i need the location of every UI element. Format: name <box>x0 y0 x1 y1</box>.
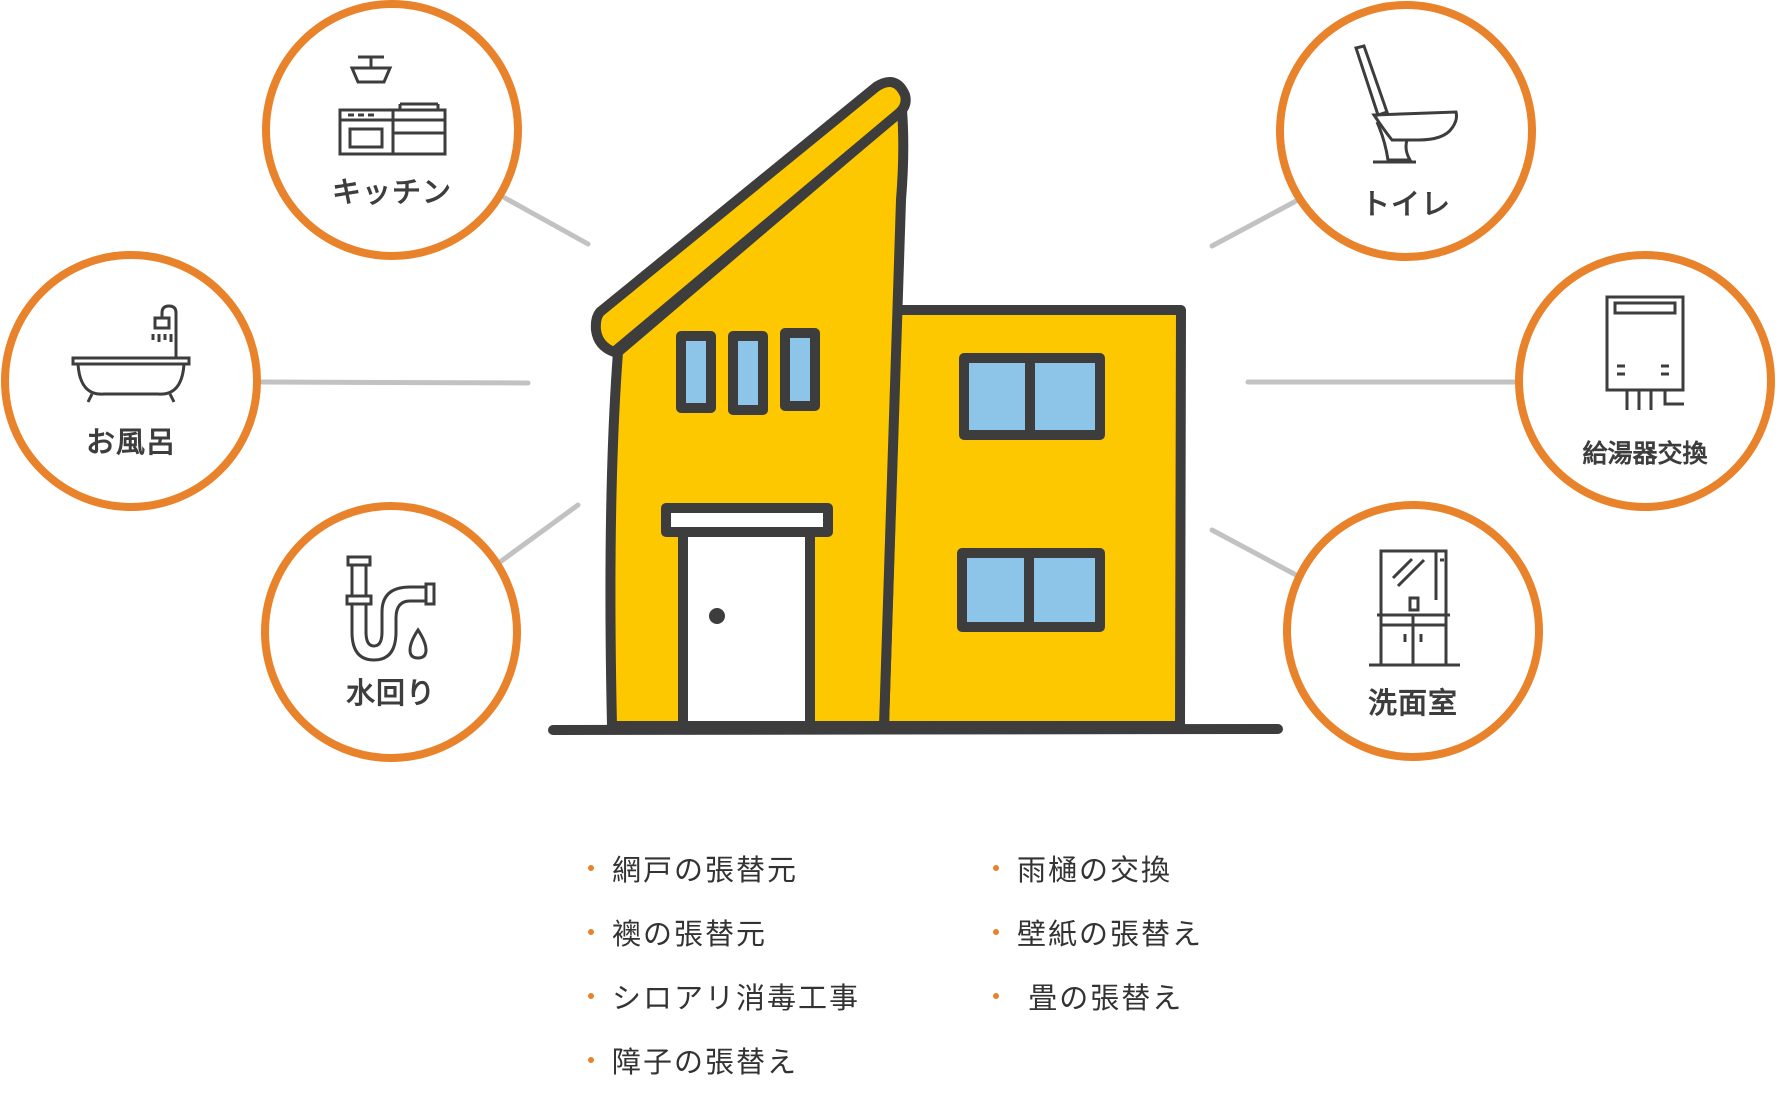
list-item: 壁紙の張替え <box>993 902 1203 966</box>
window-upper-1 <box>676 331 716 413</box>
list-item: 障子の張替え <box>588 1030 860 1094</box>
window-upper-3 <box>780 328 820 411</box>
bullet-dot <box>588 929 594 935</box>
water-heater-icon <box>1605 295 1685 410</box>
bullet-dot <box>588 1057 594 1063</box>
service-washroom[interactable]: 洗面室 <box>1283 501 1543 761</box>
list-item-label: シロアリ消毒工事 <box>612 981 861 1015</box>
other-services-list-right: 雨樋の交換 壁紙の張替え 畳の張替え <box>993 838 1203 1030</box>
service-label: キッチン <box>332 175 452 209</box>
list-item: 襖の張替元 <box>588 902 860 966</box>
list-item: 畳の張替え <box>993 966 1203 1030</box>
service-circle <box>1515 251 1775 511</box>
bullet-dot <box>993 865 999 871</box>
connector-washroom <box>1209 527 1301 579</box>
service-kitchen[interactable]: キッチン <box>262 0 522 260</box>
connector-kitchen <box>502 195 591 247</box>
connector-lines <box>259 195 1518 579</box>
window-upper-2 <box>728 331 768 415</box>
house-roof <box>590 77 911 357</box>
bullet-dot <box>588 993 594 999</box>
pipe-faucet-icon <box>345 555 436 662</box>
front-door <box>678 527 815 731</box>
ground-line <box>548 724 1283 735</box>
door-knob <box>709 608 725 624</box>
other-services-list-left: 網戸の張替元 襖の張替元 シロアリ消毒工事 障子の張替え <box>588 838 860 1094</box>
list-item-label: 障子の張替え <box>612 1045 799 1079</box>
connector-bath <box>259 379 531 386</box>
service-label: お風呂 <box>86 425 176 459</box>
connector-plumbing <box>497 502 581 565</box>
vanity-icon <box>1369 549 1460 667</box>
list-item: 網戸の張替元 <box>588 838 860 902</box>
connector-toilet <box>1209 197 1301 249</box>
service-toilet[interactable]: トイレ <box>1276 1 1536 261</box>
list-item-label: 畳の張替え <box>1017 981 1184 1015</box>
service-label: 洗面室 <box>1368 686 1458 720</box>
service-label: トイレ <box>1361 187 1451 221</box>
service-plumbing[interactable]: 水回り <box>261 502 521 762</box>
bullet-dot <box>993 993 999 999</box>
bathtub-icon <box>71 304 191 403</box>
service-circle <box>261 502 521 762</box>
list-item-label: 壁紙の張替え <box>1017 917 1204 951</box>
service-bath[interactable]: お風呂 <box>1 251 261 511</box>
bullet-dot <box>588 865 594 871</box>
service-label: 給湯器交換 <box>1582 439 1708 468</box>
list-item: 雨樋の交換 <box>993 838 1203 902</box>
list-item: シロアリ消毒工事 <box>588 966 860 1030</box>
service-label: 水回り <box>346 676 436 710</box>
house-illustration <box>548 77 1283 735</box>
service-circle <box>1 251 261 511</box>
kitchen-icon <box>338 55 447 156</box>
list-item-label: 襖の張替元 <box>612 917 768 951</box>
list-item-label: 網戸の張替元 <box>612 853 799 887</box>
bullet-dot <box>993 929 999 935</box>
service-circle <box>1276 1 1536 261</box>
toilet-icon <box>1354 44 1458 164</box>
service-water-heater[interactable]: 給湯器交換 <box>1515 251 1775 511</box>
list-item-label: 雨樋の交換 <box>1017 853 1173 887</box>
